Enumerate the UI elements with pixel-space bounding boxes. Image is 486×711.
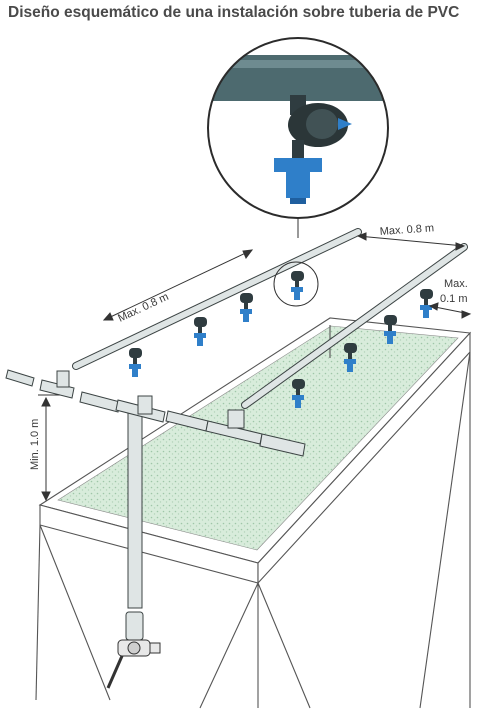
valve-icon [106, 639, 161, 689]
sprinklers [129, 271, 433, 408]
diagram-title: Diseño esquemático de una instalación so… [8, 4, 460, 21]
sprinkler-icon [292, 379, 305, 408]
spacing-between-laterals-label: Max. 0.8 m [379, 222, 434, 238]
lateral-pipe-right [241, 243, 468, 409]
edge-distance-label-line2: 0.1 m [440, 293, 468, 305]
bench [35, 317, 472, 709]
magnifier-detail-icon [207, 37, 389, 219]
spacing-between-sprinklers-label: Max. 0.8 m [116, 291, 170, 325]
sprinkler-icon [194, 317, 207, 346]
bench-legs [35, 325, 471, 709]
edge-distance-label-line1: Max. [444, 278, 468, 290]
lateral-pipe-left [72, 228, 362, 370]
header-pipe [5, 369, 306, 457]
height-above-bench-label: Min. 1.0 m [29, 419, 41, 470]
highlight-circle [273, 261, 319, 307]
supply-pipe [125, 407, 144, 641]
sprinkler-icon [240, 293, 253, 322]
sprinkler-icon [129, 348, 142, 377]
sprinkler-icon [291, 271, 304, 300]
sprinkler-icon [384, 315, 397, 344]
sprinkler-icon [344, 343, 357, 372]
sprinkler-icon [420, 289, 433, 318]
dimension-lines [38, 232, 472, 502]
